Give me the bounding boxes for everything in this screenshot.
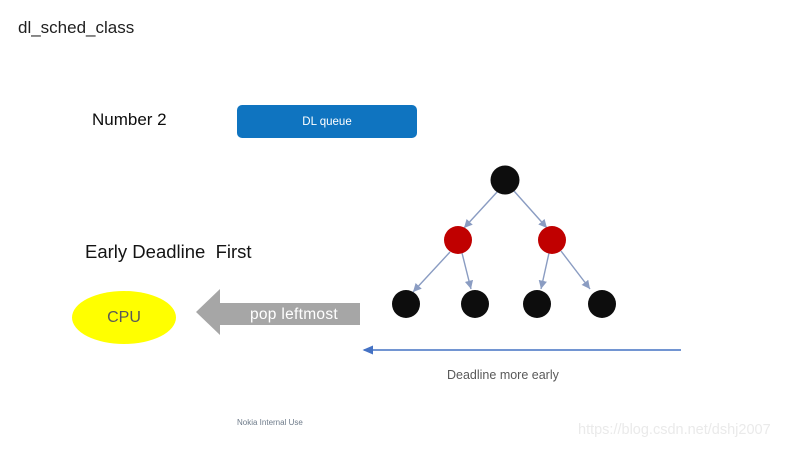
edge-left-leaf1 — [412, 251, 451, 293]
deadline-axis-caption: Deadline more early — [447, 368, 559, 382]
tree-node-root — [490, 165, 520, 195]
edge-right-leaf4 — [560, 250, 591, 290]
pop-leftmost-label: pop leftmost — [249, 305, 339, 323]
tree-node-red-left — [444, 226, 472, 254]
edge-root-right — [513, 190, 548, 229]
cpu-ellipse: CPU — [72, 291, 176, 344]
tree-node-leaf-3 — [523, 290, 551, 318]
tree-node-red-right — [538, 226, 566, 254]
dl-queue-box: DL queue — [237, 105, 417, 138]
edge-left-leaf2 — [461, 252, 474, 290]
tree-node-leaf-1 — [392, 290, 420, 318]
cpu-label: CPU — [107, 308, 141, 326]
edge-right-leaf3 — [538, 252, 550, 290]
footer-confidentiality-note: Nokia Internal Use — [237, 418, 303, 427]
number-label: Number 2 — [92, 110, 167, 129]
tree-node-leaf-4 — [588, 290, 616, 318]
tree-node-leaf-2 — [461, 290, 489, 318]
slide-title: dl_sched_class — [18, 18, 135, 37]
edge-root-left — [463, 190, 499, 229]
edf-heading: Early Deadline First — [85, 241, 252, 262]
watermark-url: https://blog.csdn.net/dshj2007 — [578, 422, 771, 438]
dl-queue-label: DL queue — [302, 115, 352, 128]
